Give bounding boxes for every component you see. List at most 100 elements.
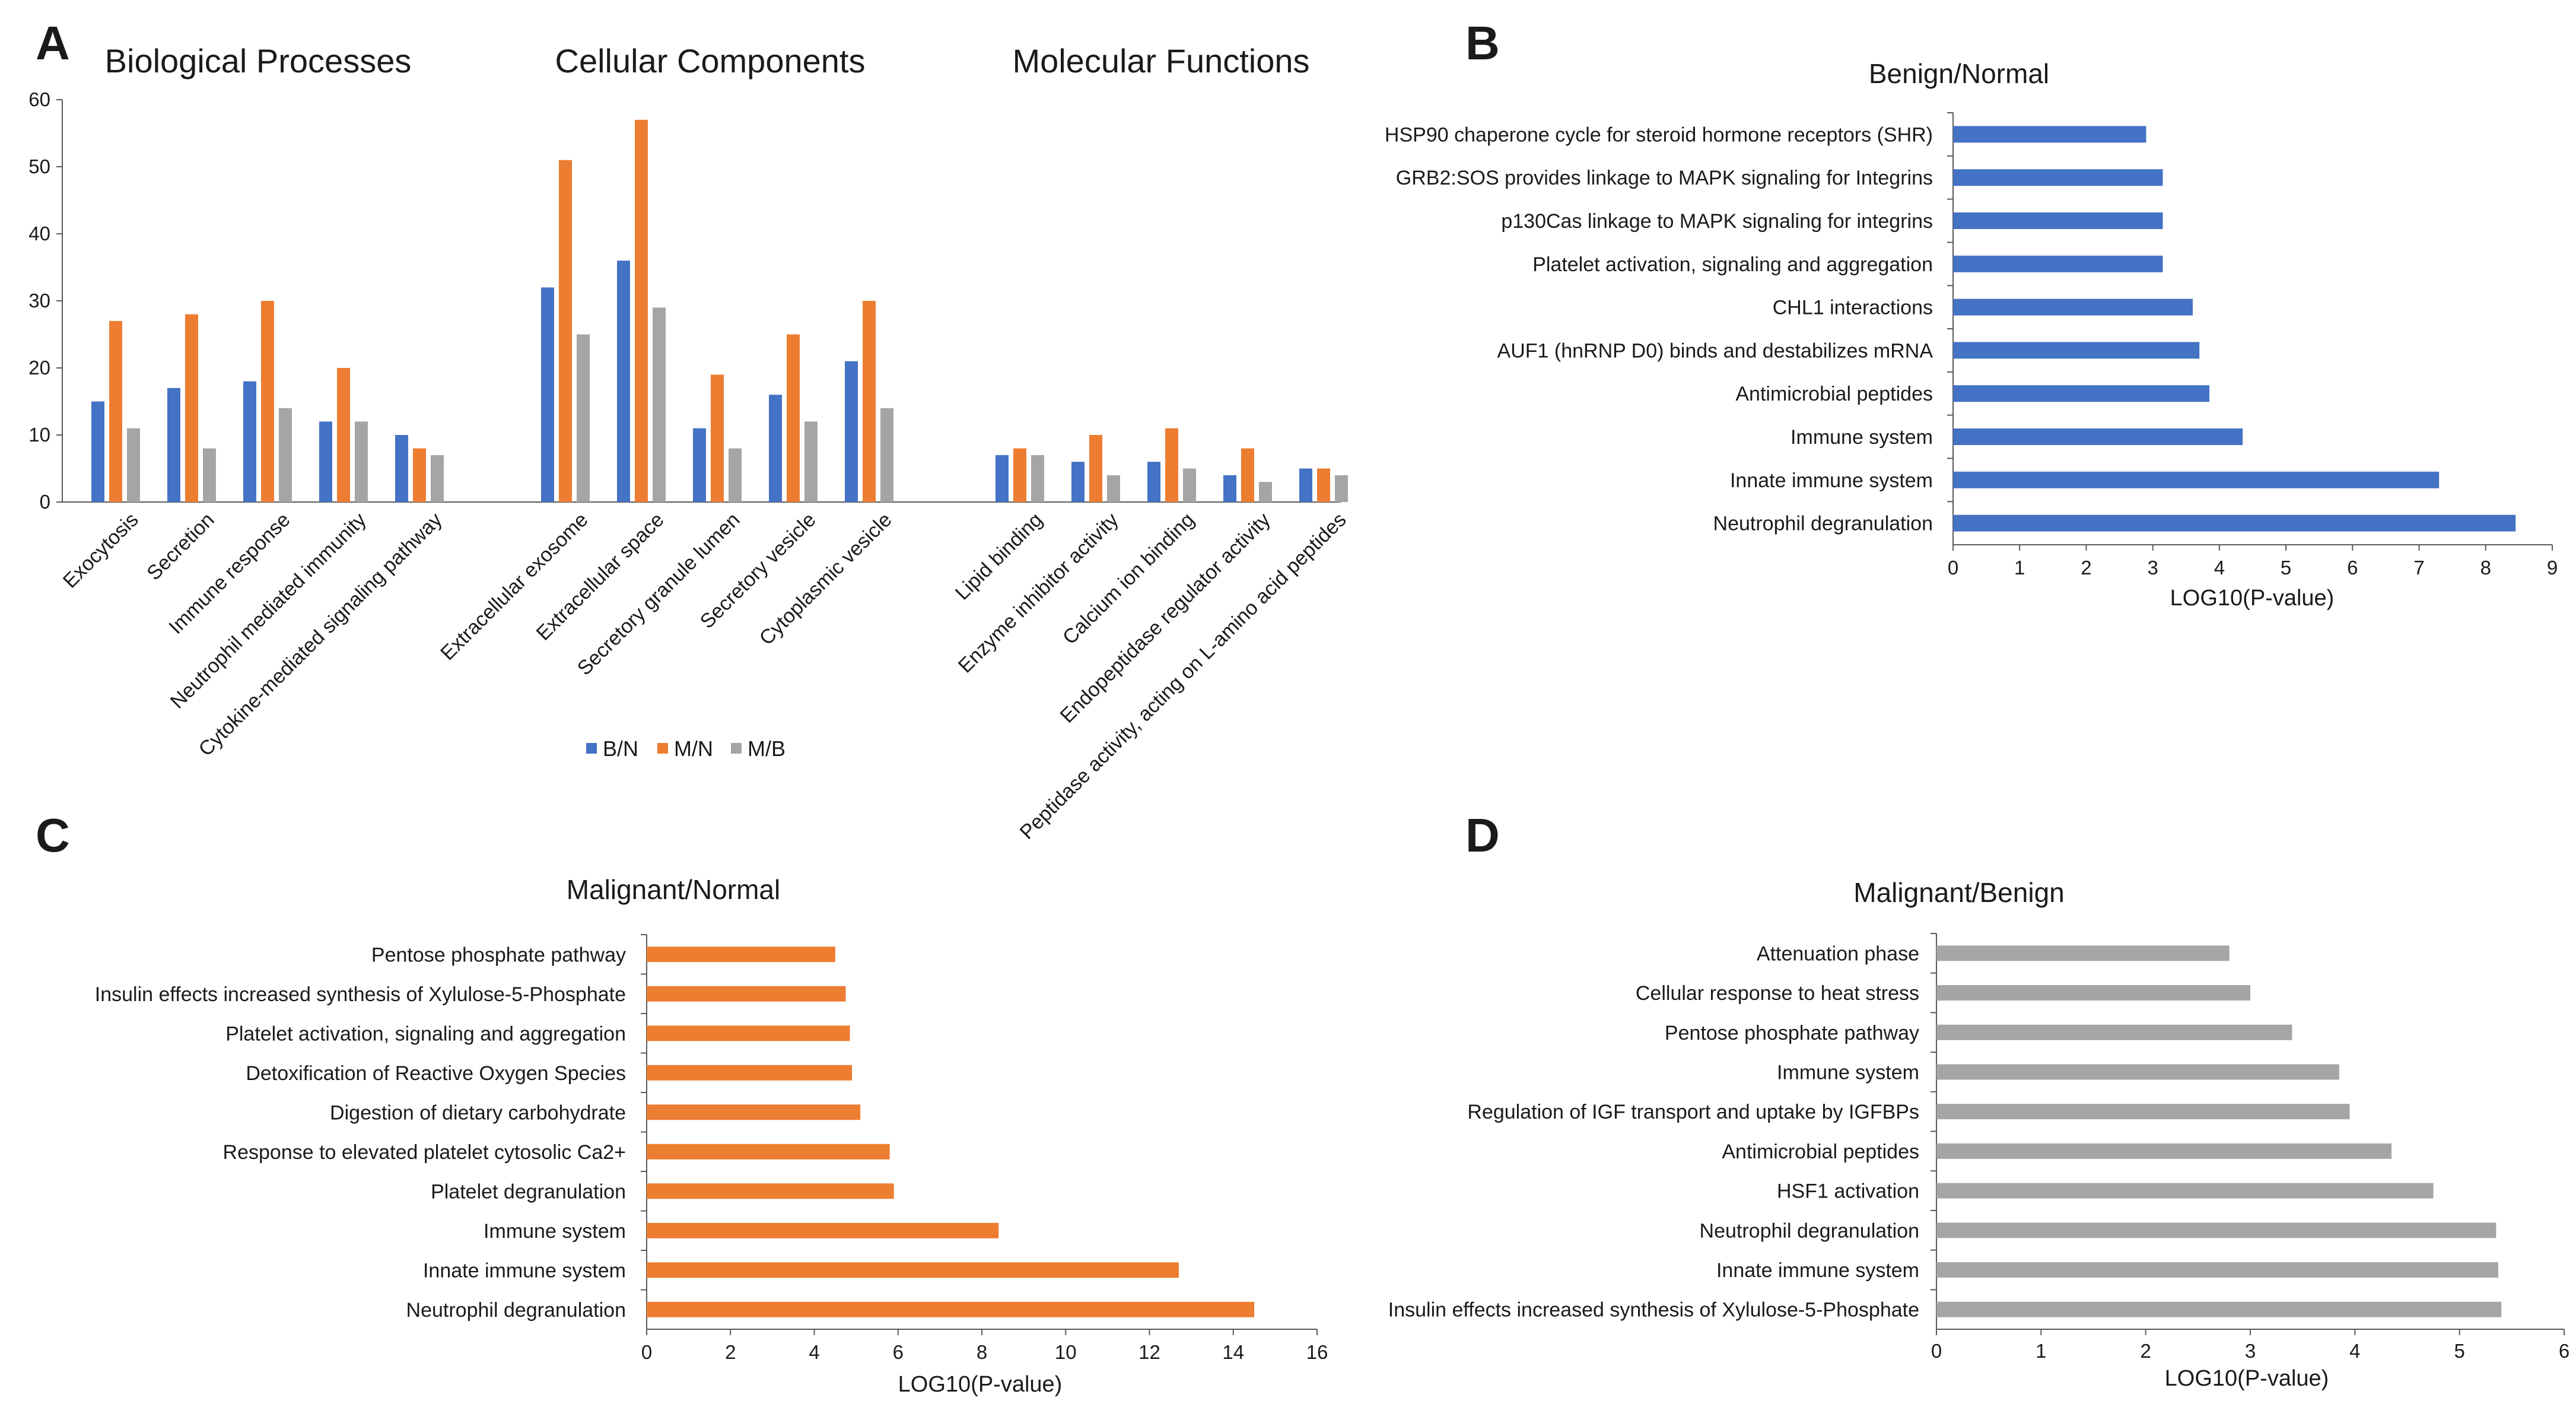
legend-swatch-bn <box>586 743 597 754</box>
category-label: Attenuation phase <box>1757 942 1919 965</box>
bar-b-n-extracellular-exosome <box>541 287 554 502</box>
category-label: Platelet degranulation <box>431 1180 626 1203</box>
chart-title-d: Malignant/Benign <box>1853 877 2064 908</box>
category-label: Innate immune system <box>1730 469 1933 492</box>
bar-m-b-calcium-ion-binding <box>1183 468 1196 502</box>
bar-b-n-calcium-ion-binding <box>1147 462 1160 502</box>
bar-m-b-cytoplasmic-vesicle <box>880 408 893 502</box>
category-label: HSF1 activation <box>1777 1180 1919 1203</box>
legend-label-mb: M/B <box>748 736 785 761</box>
category-label: Pentose phosphate pathway <box>1665 1022 1919 1044</box>
bar-m-n-lipid-binding <box>1013 448 1026 502</box>
bar-digestion-of-dietary-carbohydrate <box>647 1104 861 1120</box>
category-label: Insulin effects increased synthesis of X… <box>95 983 626 1006</box>
bar-response-to-elevated-platelet-cytosolic-ca2 <box>647 1144 890 1160</box>
bar-m-n-peptidase-activity-acting-on-l-amino-acid-peptides <box>1317 468 1330 502</box>
category-label: Detoxification of Reactive Oxygen Specie… <box>246 1062 626 1085</box>
panel-label-b: B <box>1465 17 1500 69</box>
x-tick-label: 6 <box>2347 557 2358 579</box>
bar-hsf1-activation <box>1936 1183 2434 1199</box>
chart-title-b: Benign/Normal <box>1869 58 2049 89</box>
x-tick-label: 4 <box>809 1341 819 1363</box>
x-tick-label: 8 <box>2480 557 2491 579</box>
bar-innate-immune-system <box>1936 1262 2498 1278</box>
panel-label-c: C <box>36 809 70 862</box>
category-label: Antimicrobial peptides <box>1735 383 1933 405</box>
bar-p130cas-linkage-to-mapk-signaling-for-integrins <box>1953 212 2163 229</box>
bar-m-b-immune-response <box>279 408 292 502</box>
x-tick-label: 16 <box>1306 1341 1328 1363</box>
bar-m-n-exocytosis <box>109 320 122 502</box>
x-tick-label: 2 <box>2140 1340 2151 1362</box>
bar-m-n-enzyme-inhibitor-activity <box>1089 435 1102 502</box>
bar-cellular-response-to-heat-stress <box>1936 985 2250 1001</box>
x-tick-label: 5 <box>2454 1340 2464 1362</box>
legend-swatch-mn <box>657 743 668 754</box>
x-tick-label: 9 <box>2547 557 2558 579</box>
bar-insulin-effects-increased-synthesis-of-xylulose-5-phosphate <box>1936 1301 2502 1317</box>
y-tick-label-a: 30 <box>28 290 50 312</box>
category-label: Platelet activation, signaling and aggre… <box>1532 253 1933 276</box>
category-label: HSP90 chaperone cycle for steroid hormon… <box>1385 123 1933 146</box>
category-label: Platelet activation, signaling and aggre… <box>225 1022 626 1045</box>
x-tick-label: 14 <box>1222 1341 1244 1363</box>
bar-hsp90-chaperone-cycle-for-steroid-hormone-receptors-shr <box>1953 126 2146 143</box>
x-tick-label: 5 <box>2281 557 2291 579</box>
category-label: Pentose phosphate pathway <box>371 944 626 966</box>
bar-m-b-secretion <box>203 448 216 502</box>
x-tick-label: 2 <box>2081 557 2091 579</box>
bar-innate-immune-system <box>647 1262 1179 1278</box>
x-category-label-a: Calcium ion binding <box>1058 509 1199 649</box>
x-tick-label: 8 <box>977 1341 987 1363</box>
x-category-label-a: Extracellular space <box>532 509 669 645</box>
category-label: Digestion of dietary carbohydrate <box>330 1101 626 1124</box>
bar-platelet-activation-signaling-and-aggregation <box>647 1025 850 1041</box>
legend-swatch-mb <box>731 743 742 754</box>
bar-m-n-neutrophil-mediated-immunity <box>337 368 350 502</box>
bar-b-n-peptidase-activity-acting-on-l-amino-acid-peptides <box>1299 468 1312 502</box>
bar-antimicrobial-peptides <box>1953 385 2210 402</box>
bar-b-n-endopeptidase-regulator-activity <box>1223 475 1236 502</box>
x-category-label-a: Exocytosis <box>59 509 143 593</box>
x-category-label-a: Cytoplasmic vesicle <box>755 509 896 650</box>
x-tick-label: 1 <box>2036 1340 2046 1362</box>
y-tick-label-a: 60 <box>28 88 50 110</box>
bar-m-b-extracellular-space <box>653 307 666 502</box>
x-tick-label: 4 <box>2349 1340 2360 1362</box>
bar-b-n-secretion <box>167 388 180 502</box>
category-label: Innate immune system <box>423 1259 626 1282</box>
bar-b-n-cytokine-mediated-signaling-pathway <box>395 435 408 502</box>
y-tick-label-a: 10 <box>28 424 50 446</box>
bar-m-b-extracellular-exosome <box>577 334 590 502</box>
bar-m-n-immune-response <box>261 301 274 502</box>
bar-b-n-neutrophil-mediated-immunity <box>319 421 332 502</box>
category-label: Insulin effects increased synthesis of X… <box>1388 1299 1919 1322</box>
x-tick-label: 1 <box>2014 557 2025 579</box>
x-tick-label: 0 <box>641 1341 652 1363</box>
category-label: Regulation of IGF transport and uptake b… <box>1467 1101 1919 1123</box>
chart-title-c: Malignant/Normal <box>567 874 780 905</box>
y-tick-label-a: 20 <box>28 357 50 379</box>
bar-b-n-enzyme-inhibitor-activity <box>1071 462 1085 502</box>
group-title-cellular-components: Cellular Components <box>555 42 866 80</box>
bar-m-n-cytokine-mediated-signaling-pathway <box>413 448 426 502</box>
bar-grb2-sos-provides-linkage-to-mapk-signaling-for-integrins <box>1953 169 2163 186</box>
bar-m-n-extracellular-space <box>635 119 648 502</box>
bar-b-n-immune-response <box>243 381 256 502</box>
bar-m-n-endopeptidase-regulator-activity <box>1241 448 1254 502</box>
group-title-biological-processes: Biological Processes <box>105 42 412 80</box>
x-tick-label: 0 <box>1948 557 1958 579</box>
x-tick-label: 6 <box>2559 1340 2569 1362</box>
bar-m-n-calcium-ion-binding <box>1165 428 1178 502</box>
category-label: Cellular response to heat stress <box>1636 982 1919 1005</box>
category-label: Immune system <box>1791 426 1933 449</box>
x-tick-label: 0 <box>1931 1340 1942 1362</box>
x-tick-label: 7 <box>2413 557 2424 579</box>
y-tick-label-a: 40 <box>28 223 50 244</box>
bar-attenuation-phase <box>1936 945 2230 961</box>
bar-antimicrobial-peptides <box>1936 1143 2392 1159</box>
legend-label-bn: B/N <box>603 736 638 761</box>
category-label: Immune system <box>484 1220 626 1243</box>
